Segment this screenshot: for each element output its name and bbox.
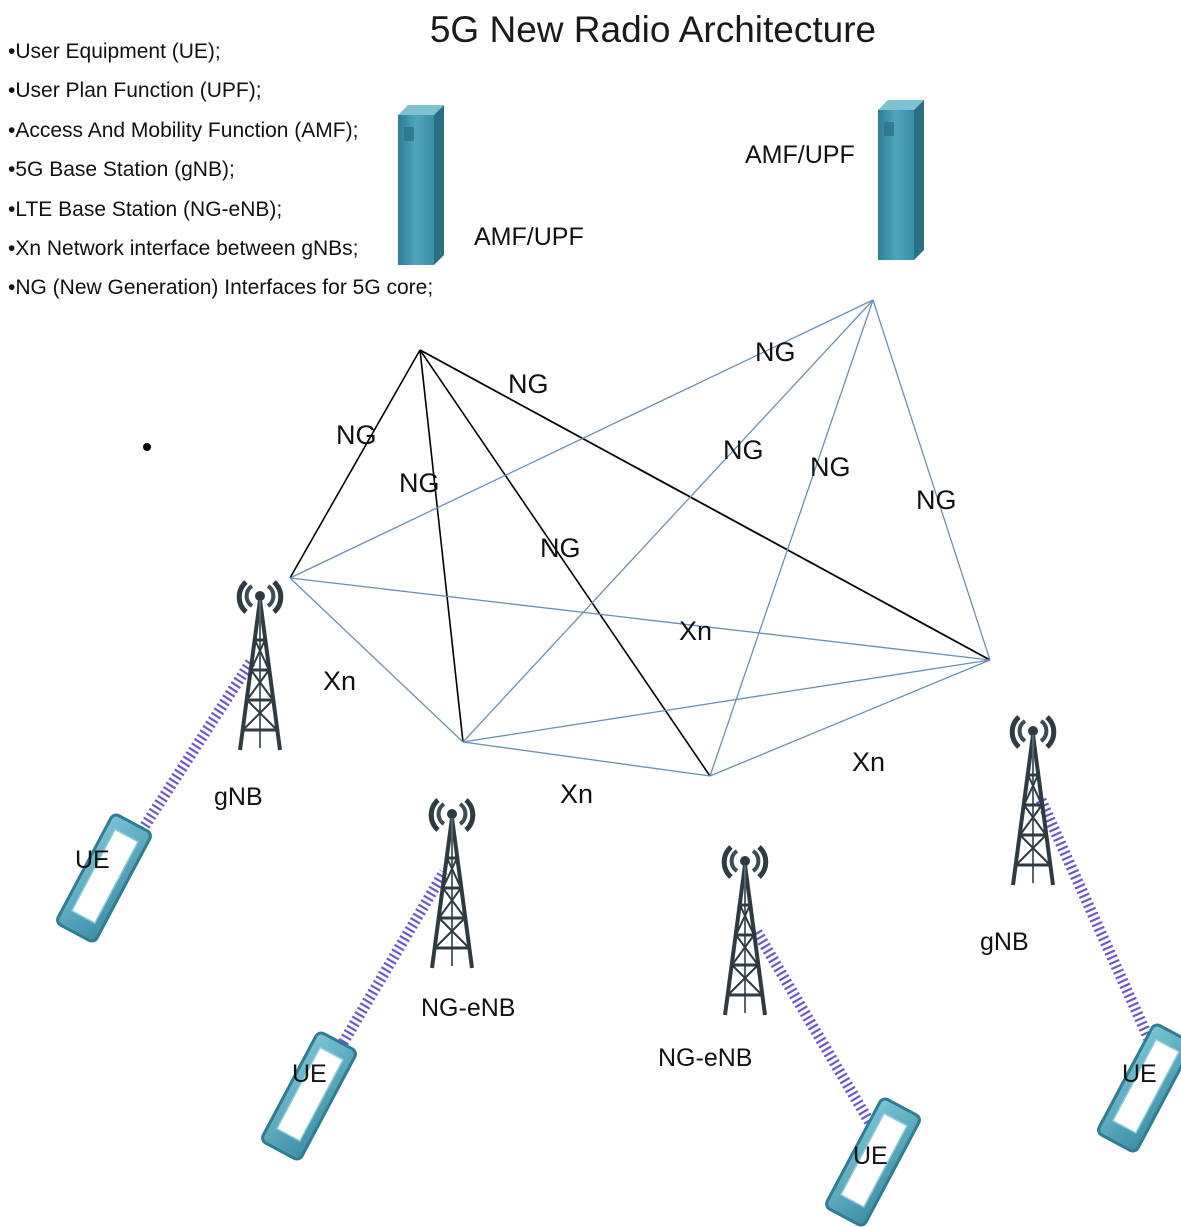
xn-link (709, 659, 991, 777)
phone-icon (258, 1029, 360, 1163)
legend-item-ng-enb: •LTE Base Station (NG-eNB); (8, 198, 282, 221)
ue-device-2: UE (258, 1029, 360, 1163)
server-label: AMF/UPF (745, 141, 855, 169)
ue-label: UE (292, 1060, 327, 1088)
ue-device-1: UE (53, 811, 155, 945)
ng-link (289, 349, 421, 579)
base-station-ng-enb-left: NG-eNB (421, 800, 515, 1022)
base-station-gnb-left: gNB (214, 582, 281, 811)
ue-device-4: UE (1094, 1021, 1181, 1155)
server-label: AMF/UPF (474, 223, 584, 251)
ng-label: NG (508, 369, 549, 399)
ng-link (462, 299, 874, 743)
radio-link (123, 657, 257, 855)
core-server-left: AMF/UPF (398, 105, 584, 265)
station-label: NG-eNB (421, 994, 515, 1022)
station-label: gNB (980, 928, 1029, 956)
ng-label: NG (540, 533, 581, 563)
network-links (289, 299, 991, 777)
legend-item-ng: •NG (New Generation) Interfaces for 5G c… (8, 276, 433, 299)
ng-link (419, 349, 464, 743)
server-icon (398, 105, 444, 265)
legend-item-upf: •User Plan Function (UPF); (8, 79, 262, 102)
legend-item-ue: •User Equipment (UE); (8, 40, 221, 63)
ue-label: UE (853, 1142, 888, 1170)
phone-icon (53, 811, 155, 945)
ng-link (709, 299, 874, 777)
interface-labels: NG NG NG NG NG NG NG NG Xn Xn Xn Xn (323, 337, 957, 809)
ng-label: NG (810, 452, 851, 482)
xn-label: Xn (852, 747, 885, 777)
ng-link (872, 299, 991, 661)
station-label: gNB (214, 783, 263, 811)
radio-link (1035, 797, 1159, 1051)
diagram-title: 5G New Radio Architecture (430, 9, 876, 50)
base-station-ng-enb-right: NG-eNB (658, 847, 766, 1072)
xn-link (289, 577, 991, 661)
station-label: NG-eNB (658, 1044, 752, 1072)
xn-link (462, 659, 991, 743)
ng-label: NG (336, 420, 377, 450)
ng-link (419, 349, 711, 777)
xn-label: Xn (679, 616, 712, 646)
legend: •User Equipment (UE); •User Plan Functio… (8, 40, 433, 299)
radio-links (123, 657, 1159, 1131)
ue-label: UE (1122, 1060, 1157, 1088)
ng-label: NG (723, 435, 764, 465)
legend-item-gnb: •5G Base Station (gNB); (8, 158, 235, 181)
ue-label: UE (75, 846, 110, 874)
cell-tower-icon (431, 800, 473, 968)
cell-tower-icon (1012, 717, 1054, 885)
ng-link (419, 349, 991, 661)
radio-link (325, 869, 449, 1068)
ng-label: NG (399, 468, 440, 498)
xn-label: Xn (560, 779, 593, 809)
radio-link (752, 929, 878, 1131)
server-icon (878, 100, 924, 260)
ng-label: NG (755, 337, 796, 367)
stray-dot (143, 443, 151, 451)
ue-device-3: UE (822, 1095, 924, 1227)
ng-label: NG (916, 485, 957, 515)
xn-link (462, 741, 711, 777)
base-station-gnb-right: gNB (980, 717, 1054, 956)
core-server-right: AMF/UPF (745, 100, 924, 260)
legend-item-amf: •Access And Mobility Function (AMF); (8, 119, 358, 142)
legend-item-xn: •Xn Network interface between gNBs; (8, 237, 359, 260)
xn-link (289, 577, 464, 743)
phone-icon (1094, 1021, 1181, 1155)
ng-link (289, 299, 874, 579)
xn-label: Xn (323, 666, 356, 696)
